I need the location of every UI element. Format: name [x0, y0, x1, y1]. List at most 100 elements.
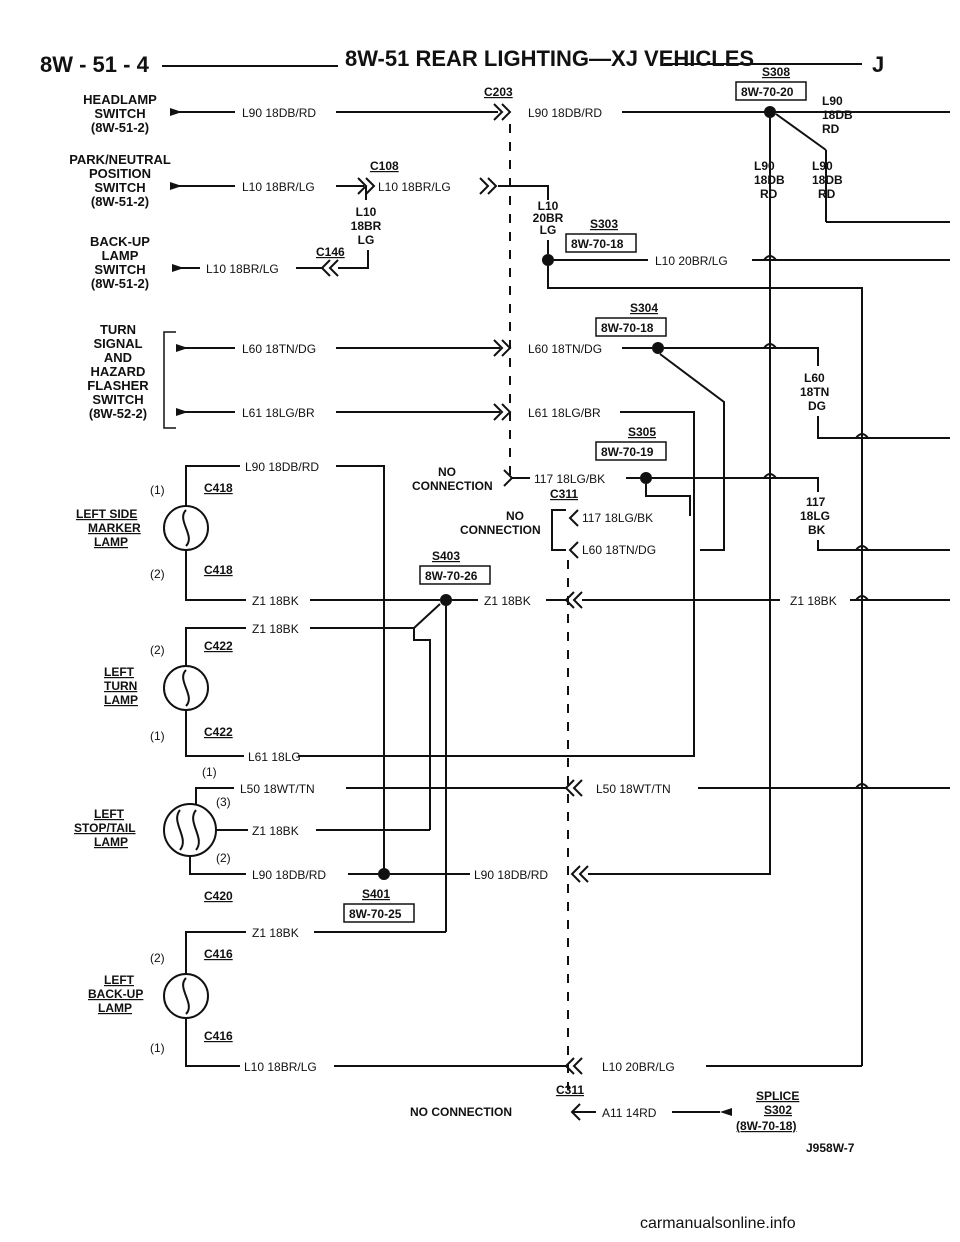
svg-text:BACK-UP: BACK-UP — [88, 987, 143, 1001]
wire-z1-main: Z1 18BK Z1 18BK — [413, 591, 950, 932]
svg-text:18TN: 18TN — [800, 385, 829, 399]
svg-text:C311: C311 — [556, 1083, 584, 1097]
c203-label: C203 — [484, 85, 513, 99]
svg-text:SWITCH: SWITCH — [94, 106, 145, 121]
svg-text:18BR: 18BR — [351, 219, 382, 233]
wire-l90-headlamp: L90 18DB/RD L90 18DB/RD — [170, 103, 950, 121]
svg-text:S403: S403 — [432, 549, 460, 563]
connector-icon — [564, 779, 583, 797]
figure-code: J958W-7 — [806, 1141, 855, 1155]
svg-text:NO CONNECTION: NO CONNECTION — [410, 1105, 512, 1119]
svg-text:S401: S401 — [362, 887, 390, 901]
s308-splice-dot — [764, 106, 776, 118]
svg-text:L10 18BR/LG: L10 18BR/LG — [244, 1060, 317, 1074]
svg-text:LAMP: LAMP — [94, 535, 128, 549]
svg-text:(2): (2) — [216, 851, 231, 865]
svg-text:C420: C420 — [204, 889, 233, 903]
svg-text:(1): (1) — [150, 1041, 165, 1055]
s303-splice: S303 8W-70-18 L10 20BR/LG — [542, 217, 950, 1066]
svg-text:L50 18WT/TN: L50 18WT/TN — [240, 782, 315, 796]
connector-icon — [564, 1057, 583, 1075]
svg-text:LG: LG — [358, 233, 375, 247]
svg-text:L90 18DB/RD: L90 18DB/RD — [245, 460, 319, 474]
svg-text:PARK/NEUTRAL: PARK/NEUTRAL — [69, 152, 171, 167]
connector-icon — [493, 403, 512, 421]
pin-arrow-icon — [176, 408, 188, 416]
svg-text:NO: NO — [438, 465, 456, 479]
s308-splice: S308 8W-70-20 L90 18DB RD L90 18DB RD L9… — [735, 65, 950, 252]
svg-text:20BR: 20BR — [533, 211, 564, 225]
s403-splice-dot — [440, 594, 452, 606]
svg-text:RD: RD — [760, 187, 778, 201]
c108-label: C108 — [370, 159, 399, 173]
c203-connector-icon — [493, 103, 512, 121]
svg-text:8W-70-20: 8W-70-20 — [741, 85, 794, 99]
svg-text:Z1 18BK: Z1 18BK — [484, 594, 531, 608]
bottom-splice-note: C311 NO CONNECTION A11 14RD SPLICE S302 … — [410, 1083, 799, 1133]
svg-text:L90 18DB/RD: L90 18DB/RD — [252, 868, 326, 882]
svg-text:C416: C416 — [204, 1029, 233, 1043]
c146-connector-icon — [320, 259, 339, 277]
svg-text:C418: C418 — [204, 563, 233, 577]
pin-arrow-icon — [720, 1108, 732, 1116]
c311-connector-icon — [564, 591, 583, 609]
svg-text:L90 18DB/RD: L90 18DB/RD — [242, 106, 316, 120]
svg-text:BK: BK — [808, 523, 826, 537]
svg-text:SIGNAL: SIGNAL — [93, 336, 142, 351]
pin-arrow-icon — [170, 108, 182, 116]
svg-text:(2): (2) — [150, 567, 165, 581]
svg-text:SWITCH: SWITCH — [92, 392, 143, 407]
svg-text:LG: LG — [540, 223, 557, 237]
svg-text:TURN: TURN — [100, 322, 136, 337]
left-backup-lamp: LEFT BACK-UP LAMP (2) C416 (1) C416 Z1 1… — [88, 926, 862, 1075]
svg-text:L60 18TN/DG: L60 18TN/DG — [582, 543, 656, 557]
svg-text:L90 18DB/RD: L90 18DB/RD — [474, 868, 548, 882]
svg-text:8W-70-26: 8W-70-26 — [425, 569, 478, 583]
watermark: carmanualsonline.info — [640, 1215, 796, 1232]
s401-splice-dot — [378, 868, 390, 880]
svg-text:(2): (2) — [150, 643, 165, 657]
svg-text:S303: S303 — [590, 217, 618, 231]
svg-text:MARKER: MARKER — [88, 521, 141, 535]
svg-text:LAMP: LAMP — [104, 693, 138, 707]
s304-splice: S304 8W-70-18 — [595, 301, 667, 337]
l10-stack-label: L10 18BR LG L10 20BR LG — [351, 199, 564, 247]
svg-text:8W-70-18: 8W-70-18 — [571, 237, 624, 251]
svg-text:L61 18LG: L61 18LG — [248, 750, 301, 764]
svg-text:TURN: TURN — [104, 679, 137, 693]
svg-text:LAMP: LAMP — [94, 835, 128, 849]
svg-text:AND: AND — [104, 350, 132, 365]
wire-l10-backup: L10 18BR/LG — [172, 250, 369, 277]
svg-text:L10: L10 — [356, 205, 377, 219]
svg-text:(3): (3) — [216, 795, 231, 809]
svg-text:Z1 18BK: Z1 18BK — [790, 594, 837, 608]
svg-text:HEADLAMP: HEADLAMP — [83, 92, 157, 107]
svg-text:LEFT SIDE: LEFT SIDE — [76, 507, 137, 521]
pin-arrow-icon — [176, 344, 188, 352]
svg-text:(1): (1) — [202, 765, 217, 779]
svg-text:L10 18BR/LG: L10 18BR/LG — [206, 262, 279, 276]
svg-text:(8W-51-2): (8W-51-2) — [91, 120, 149, 135]
svg-text:FLASHER: FLASHER — [87, 378, 149, 393]
svg-text:117: 117 — [806, 495, 826, 509]
svg-text:Z1 18BK: Z1 18BK — [252, 926, 299, 940]
svg-text:(8W-70-18): (8W-70-18) — [736, 1119, 796, 1133]
svg-text:C422: C422 — [204, 639, 233, 653]
svg-text:L10: L10 — [538, 199, 559, 213]
filament-icon — [182, 669, 190, 707]
svg-text:Z1 18BK: Z1 18BK — [252, 622, 299, 636]
svg-text:S304: S304 — [630, 301, 658, 315]
svg-text:Z1 18BK: Z1 18BK — [252, 824, 299, 838]
headlamp-switch-label: HEADLAMP SWITCH (8W-51-2) — [83, 92, 157, 135]
svg-text:Z1 18BK: Z1 18BK — [252, 594, 299, 608]
svg-text:C416: C416 — [204, 947, 233, 961]
c311-label-top: C311 — [550, 487, 578, 501]
svg-text:RD: RD — [822, 122, 840, 136]
turn-switch-label: TURN SIGNAL AND HAZARD FLASHER SWITCH (8… — [87, 322, 176, 429]
svg-text:HAZARD: HAZARD — [91, 364, 146, 379]
wire-l61: L61 18LG/BR L61 18LG/BR — [176, 403, 695, 757]
svg-text:LAMP: LAMP — [102, 248, 139, 263]
connector-icon — [493, 339, 512, 357]
svg-text:L90: L90 — [812, 159, 833, 173]
svg-text:18DB: 18DB — [822, 108, 853, 122]
